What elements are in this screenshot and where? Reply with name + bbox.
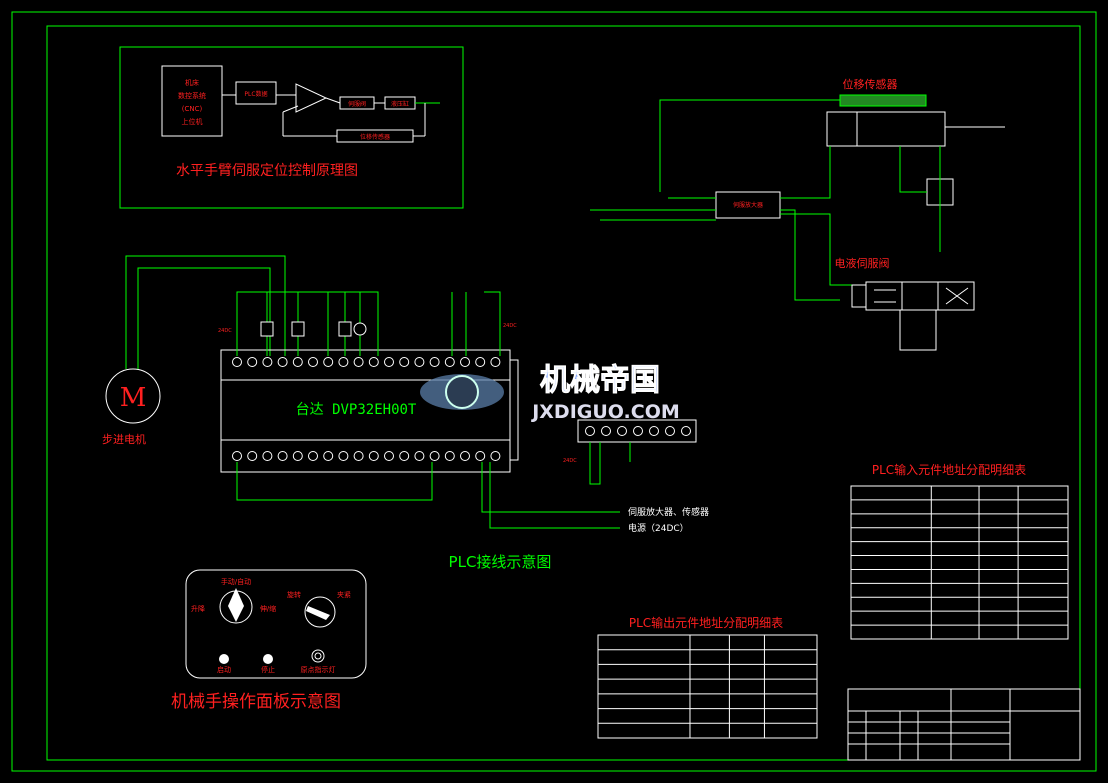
- displacement-sensor-label: 位移传感器: [843, 77, 898, 91]
- cnc-block-text: 机床 数控系统 (CNC) 上位机: [178, 78, 206, 126]
- terminal-screw: [665, 426, 675, 436]
- panel-lamp: 原点指示灯: [301, 665, 336, 674]
- block-labels: PLC数据 伺服阀 液压缸 位移传感器: [244, 90, 409, 141]
- svg-text:液压缸: 液压缸: [391, 100, 409, 108]
- plc-top-components: [260, 321, 367, 337]
- svg-text:伺服阀: 伺服阀: [348, 100, 366, 108]
- terminal-screw: [399, 451, 410, 461]
- output-table: [597, 634, 818, 739]
- panel-stop: 停止: [261, 665, 275, 674]
- panel-start: 启动: [217, 665, 231, 674]
- v24-bottom: 24DC: [563, 458, 577, 464]
- terminal-screw: [262, 451, 273, 461]
- input-table-title: PLC输入元件地址分配明细表: [872, 462, 1026, 477]
- panel-title: 机械手操作面板示意图: [171, 692, 341, 712]
- terminal-screw: [429, 357, 440, 367]
- terminal-screw: [601, 426, 611, 436]
- terminal-screw: [460, 451, 470, 461]
- svg-text:PLC数据: PLC数据: [244, 90, 267, 98]
- motor-circle: [105, 368, 161, 424]
- panel-rotate: 旋转: [287, 590, 301, 599]
- terminal-screw: [444, 357, 455, 367]
- svg-text:机械帝国: 机械帝国: [540, 363, 660, 398]
- terminal-screw: [490, 357, 501, 367]
- terminal-screw: [292, 357, 303, 367]
- output-table-title: PLC输出元件地址分配明细表: [629, 615, 783, 630]
- terminal-screw: [490, 451, 501, 461]
- terminal-screw: [232, 451, 242, 461]
- motor-wires: [125, 255, 286, 369]
- terminal-screw: [292, 451, 303, 461]
- svg-text:JXDIGUO.COM: JXDIGUO.COM: [530, 401, 680, 423]
- servo-line-note: 伺服放大器、传感器: [628, 506, 709, 518]
- terminal-screw: [323, 357, 334, 367]
- power-line-note: 电源（24DC）: [628, 522, 689, 534]
- terminal-screw: [414, 451, 425, 461]
- terminal-screw: [649, 426, 659, 436]
- panel-extend: 伸/缩: [260, 604, 276, 613]
- inner-frame: [46, 25, 1081, 761]
- panel-up: 升降: [191, 604, 205, 613]
- svg-text:位移传感器: 位移传感器: [360, 133, 390, 141]
- terminal-screw: [384, 357, 394, 367]
- terminal-screw: [338, 451, 349, 461]
- plc-model-label: 台达 DVP32EH00T: [296, 402, 417, 418]
- plc-top-terminals: [232, 357, 501, 367]
- terminal-screw: [323, 451, 334, 461]
- servo-principle-title: 水平手臂伺服定位控制原理图: [176, 163, 358, 179]
- terminal-screw: [475, 451, 486, 461]
- hydraulic-circuit: [590, 94, 1005, 351]
- terminal-screw: [368, 357, 379, 367]
- plc-right-terminals: [585, 426, 691, 436]
- panel-clamp: 夹紧: [337, 590, 351, 599]
- terminal-screw: [681, 426, 691, 436]
- watermark-logo: 机械帝国 JXDIGUO.COM: [420, 363, 680, 423]
- terminal-screw: [444, 451, 455, 461]
- title-block: [847, 688, 1081, 761]
- terminal-screw: [353, 451, 364, 461]
- plc-bottom-terminals: [232, 451, 501, 461]
- terminal-screw: [399, 357, 410, 367]
- terminal-screw: [384, 451, 394, 461]
- input-table: [850, 485, 1069, 640]
- terminal-screw: [247, 357, 258, 367]
- plc-wiring-title: PLC接线示意图: [449, 553, 552, 571]
- svg-text:数控系统: 数控系统: [178, 91, 206, 100]
- plc-bottom-wiring: [236, 442, 631, 529]
- terminal-screw: [585, 426, 595, 436]
- servo-amp-label: 伺服放大器: [733, 201, 763, 209]
- terminal-screw: [617, 426, 627, 436]
- terminal-screw: [262, 357, 273, 367]
- v24-right: 24DC: [503, 323, 517, 329]
- operation-panel: [185, 569, 367, 679]
- terminal-screw: [414, 357, 425, 367]
- terminal-screw: [353, 357, 364, 367]
- terminal-screw: [338, 357, 349, 367]
- terminal-screw: [277, 451, 288, 461]
- motor-label: 步进电机: [102, 432, 146, 446]
- outer-frame: [11, 11, 1097, 772]
- svg-text:上位机: 上位机: [182, 117, 203, 126]
- terminal-screw: [368, 451, 379, 461]
- terminal-screw: [308, 451, 318, 461]
- terminal-screw: [475, 357, 486, 367]
- v24-left: 24DC: [218, 328, 232, 334]
- terminal-screw: [247, 451, 258, 461]
- servo-valve-label: 电液伺服阀: [835, 256, 890, 270]
- terminal-screw: [429, 451, 440, 461]
- svg-text:(CNC): (CNC): [182, 105, 203, 113]
- terminal-screw: [308, 357, 318, 367]
- terminal-screw: [460, 357, 470, 367]
- panel-hand-auto: 手动/自动: [221, 577, 251, 586]
- svg-text:机床: 机床: [185, 78, 199, 87]
- terminal-screw: [232, 357, 242, 367]
- terminal-screw: [277, 357, 288, 367]
- plc-top-wiring: [236, 291, 501, 356]
- motor-letter: M: [120, 383, 147, 413]
- terminal-screw: [633, 426, 643, 436]
- servo-principle-diagram: [119, 46, 464, 209]
